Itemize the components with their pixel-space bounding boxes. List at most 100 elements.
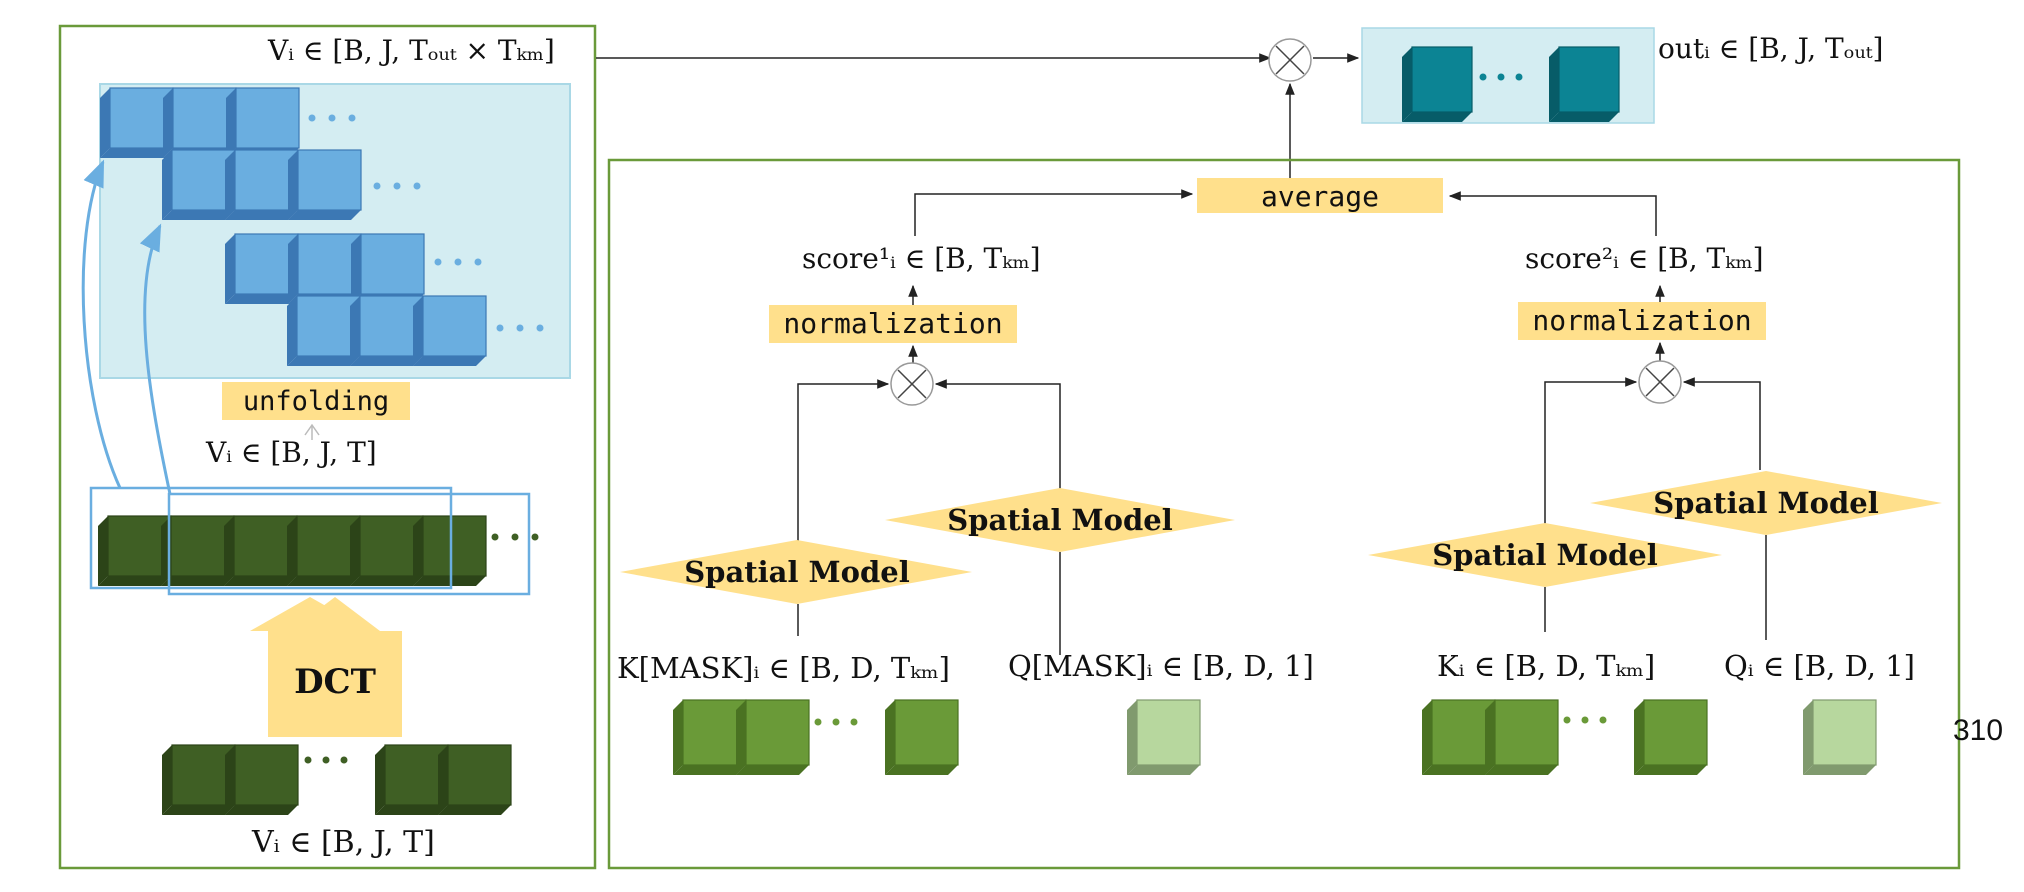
sm1-to-mult1-line	[797, 379, 890, 546]
green-dot	[322, 756, 330, 764]
blue-block	[351, 233, 425, 304]
blue-block	[288, 233, 362, 304]
average-label: average	[1261, 180, 1379, 213]
blue-dot	[348, 114, 356, 122]
mid-green-block	[1422, 699, 1496, 775]
mid-green-block	[736, 699, 810, 775]
mid-green-block	[1634, 699, 1708, 775]
green-dot	[531, 533, 539, 541]
q-mask-block	[1127, 699, 1201, 775]
spatial-model-1: Spatial Model	[620, 540, 972, 604]
dct-label: DCT	[294, 662, 376, 702]
svg-text:Spatial Model: Spatial Model	[684, 555, 910, 589]
green-dot	[850, 718, 858, 726]
sm3-to-mult2-line	[1544, 377, 1638, 528]
page-number: 310	[1953, 714, 2003, 747]
blue-block	[162, 149, 236, 220]
k-i-blocks	[1422, 699, 1708, 775]
sm4-to-mult2-line	[1682, 377, 1761, 470]
blue-dot	[413, 182, 421, 190]
score1-label: score¹ᵢ ∈ [B, Tₖₘ]	[802, 242, 1041, 275]
k-i-label: Kᵢ ∈ [B, D, Tₖₘ]	[1437, 649, 1655, 683]
blue-block	[350, 295, 424, 366]
green-dot	[1581, 716, 1589, 724]
green-dot	[1563, 716, 1571, 724]
green-dot	[304, 756, 312, 764]
dark-green-block	[413, 515, 487, 586]
blue-dot	[516, 324, 524, 332]
blue-block	[225, 149, 299, 220]
blue-block	[163, 87, 237, 158]
circled-times-icon	[1268, 38, 1312, 82]
unfolding-label: unfolding	[243, 386, 389, 417]
light-green-block	[1803, 699, 1877, 775]
green-dot	[1599, 716, 1607, 724]
blue-dot	[536, 324, 544, 332]
score1-to-average-line	[914, 189, 1194, 236]
dark-green-block	[162, 744, 236, 815]
dark-green-block	[98, 515, 172, 586]
teal-dot	[1515, 73, 1523, 81]
v-unfolded-label: Vᵢ ∈ [B, J, Tₒᵤₜ × Tₖₘ]	[267, 34, 555, 67]
blue-dot	[474, 258, 482, 266]
dark-green-block	[438, 744, 512, 815]
mid-green-block	[673, 699, 747, 775]
svg-text:Spatial Model: Spatial Model	[947, 503, 1173, 537]
normalization-left-bg	[769, 305, 1017, 343]
dct-box	[268, 631, 402, 737]
unfolding-label-bg	[222, 382, 410, 420]
sliding-window-1	[89, 486, 453, 590]
blue-dot	[454, 258, 462, 266]
svg-text:Spatial Model: Spatial Model	[1653, 486, 1879, 520]
sm2-to-mult1-line	[934, 379, 1061, 498]
light-green-block	[1127, 699, 1201, 775]
blue-block	[287, 295, 361, 366]
mid-green-block	[1485, 699, 1559, 775]
mid-green-block	[885, 699, 959, 775]
dark-green-block	[224, 515, 298, 586]
spatial-model-4: Spatial Model	[1590, 471, 1942, 535]
output-blocks	[1402, 46, 1620, 122]
unfold-arrow-2	[139, 223, 172, 495]
green-dot	[814, 718, 822, 726]
circled-times-icon	[1638, 360, 1682, 404]
blue-block	[413, 295, 487, 366]
normalization-left-label: normalization	[783, 307, 1002, 340]
blue-dot	[393, 182, 401, 190]
blue-dot	[496, 324, 504, 332]
blue-block	[288, 149, 362, 220]
green-dot	[340, 756, 348, 764]
q-mask-label: Q[MASK]ᵢ ∈ [B, D, 1]	[1008, 649, 1314, 683]
teal-block	[1402, 46, 1473, 122]
blue-block	[226, 87, 300, 158]
dark-green-block	[350, 515, 424, 586]
blue-block	[100, 87, 174, 158]
score2-label: score²ᵢ ∈ [B, Tₖₘ]	[1525, 242, 1764, 275]
teal-dot	[1479, 73, 1487, 81]
dark-green-block	[161, 515, 235, 586]
dct-block-row	[98, 515, 539, 586]
blue-dot	[373, 182, 381, 190]
q-i-label: Qᵢ ∈ [B, D, 1]	[1724, 649, 1915, 683]
green-dot	[511, 533, 519, 541]
v-input-label: Vᵢ ∈ [B, J, T]	[251, 825, 435, 860]
k-mask-label: K[MASK]ᵢ ∈ [B, D, Tₖₘ]	[617, 651, 950, 685]
blue-dot	[434, 258, 442, 266]
dots-icon	[308, 114, 544, 332]
left-panel	[58, 24, 597, 870]
q-i-block	[1803, 699, 1877, 775]
blue-dot	[308, 114, 316, 122]
k-mask-blocks	[673, 699, 959, 775]
right-panel	[607, 158, 1961, 870]
out-label: outᵢ ∈ [B, J, Tₒᵤₜ]	[1658, 32, 1883, 65]
dark-green-block	[287, 515, 361, 586]
green-dot	[491, 533, 499, 541]
score2-to-average-line	[1448, 191, 1657, 236]
v-dct-label: Vᵢ ∈ [B, J, T]	[205, 436, 377, 469]
up-arrow-icon	[304, 423, 320, 440]
spatial-model-2: Spatial Model	[885, 488, 1235, 552]
dark-green-block	[375, 744, 449, 815]
teal-dot	[1497, 73, 1505, 81]
unfolded-blocks	[100, 87, 487, 366]
